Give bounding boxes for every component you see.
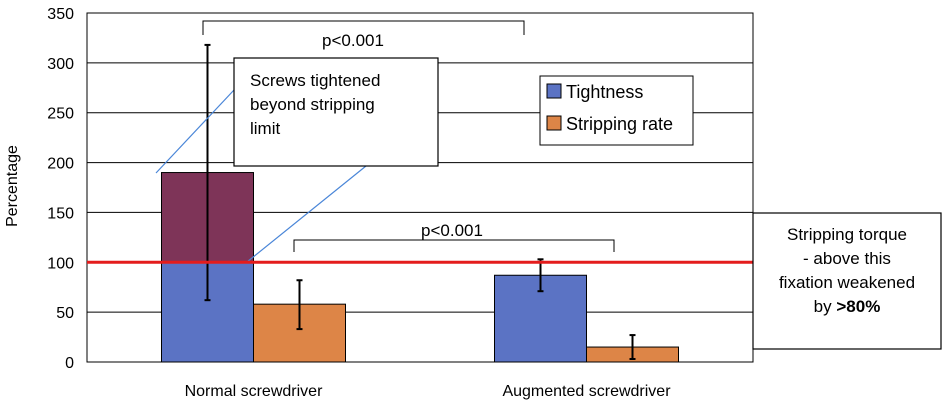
- category-label: Augmented screwdriver: [502, 383, 671, 400]
- significance-label: p<0.001: [421, 221, 483, 240]
- category-labels: Normal screwdriver Augmented screwdriver: [185, 383, 672, 400]
- y-tick-label: 300: [47, 56, 74, 73]
- side-box-text-line: Stripping torque: [787, 225, 907, 244]
- error-bars: [204, 43, 636, 361]
- callout-annotation: Screws tightened beyond stripping limit: [155, 57, 439, 263]
- legend-swatch: [546, 83, 562, 99]
- side-box: [752, 212, 942, 350]
- significance-label: p<0.001: [322, 31, 384, 50]
- side-box-text-line: - above this: [803, 249, 891, 268]
- significance-bracket: [293, 239, 615, 252]
- legend-box: [539, 75, 694, 146]
- plot-border: [86, 12, 754, 363]
- y-tick-label: 50: [56, 305, 74, 322]
- legend-swatch: [546, 115, 562, 131]
- y-axis-ticks: 0 50 100 150 200 250 300 350: [47, 6, 74, 372]
- side-box-text-line: by >80%: [814, 297, 881, 316]
- side-annotation-box: Stripping torque - above this fixation wea…: [752, 212, 942, 350]
- y-tick-label: 200: [47, 156, 74, 173]
- bar-tightness: [161, 261, 254, 363]
- y-tick-label: 150: [47, 205, 74, 222]
- y-tick-label: 0: [65, 355, 74, 372]
- callout-leader-line: [246, 165, 367, 263]
- legend-label: Tightness: [566, 82, 643, 102]
- bars: [161, 172, 679, 363]
- y-tick-label: 250: [47, 106, 74, 123]
- side-box-text-line: fixation weakened: [779, 273, 915, 292]
- y-tick-label: 350: [47, 6, 74, 23]
- callout-text-line: limit: [250, 119, 280, 138]
- y-axis-label: Percentage: [4, 145, 21, 227]
- significance-brackets: p<0.001 p<0.001: [202, 20, 615, 252]
- callout-text-line: Screws tightened: [250, 71, 380, 90]
- callout-text-line: beyond stripping: [250, 95, 375, 114]
- category-label: Normal screwdriver: [185, 383, 323, 400]
- legend-label: Stripping rate: [566, 114, 673, 134]
- y-tick-label: 100: [47, 255, 74, 272]
- callout-leader-line: [155, 89, 235, 174]
- callout-box: [233, 57, 439, 167]
- significance-bracket: [202, 20, 525, 35]
